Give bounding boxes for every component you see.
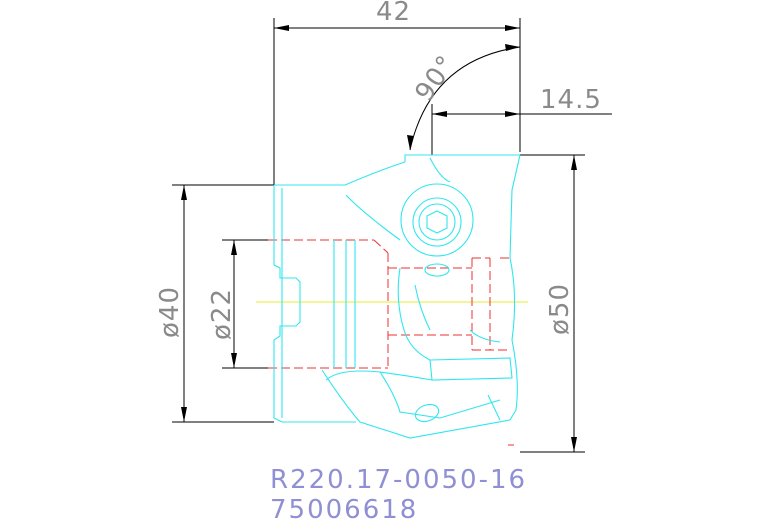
dimension-diameter-50: ø50: [520, 154, 585, 453]
dimension-diameter-50-label: ø50: [545, 283, 575, 335]
dimension-diameter-22-label: ø22: [207, 288, 237, 340]
dimension-diameter-40-label: ø40: [155, 286, 185, 338]
dimension-90-angle: 90°: [407, 44, 521, 151]
dimension-14-5-label: 14.5: [540, 85, 602, 115]
item-number: 75006618: [270, 495, 418, 523]
dimension-diameter-22: ø22: [207, 239, 274, 369]
dimension-42: 42: [273, 0, 521, 185]
dimension-14-5: 14.5: [431, 85, 612, 155]
hidden-lines: [268, 239, 512, 369]
dimension-90-label: 90°: [410, 50, 463, 107]
dimension-diameter-40: ø40: [155, 184, 274, 423]
dimension-42-label: 42: [376, 0, 411, 27]
part-designation: R220.17-0050-16: [270, 465, 527, 495]
cutter-body-outline: [273, 154, 521, 439]
